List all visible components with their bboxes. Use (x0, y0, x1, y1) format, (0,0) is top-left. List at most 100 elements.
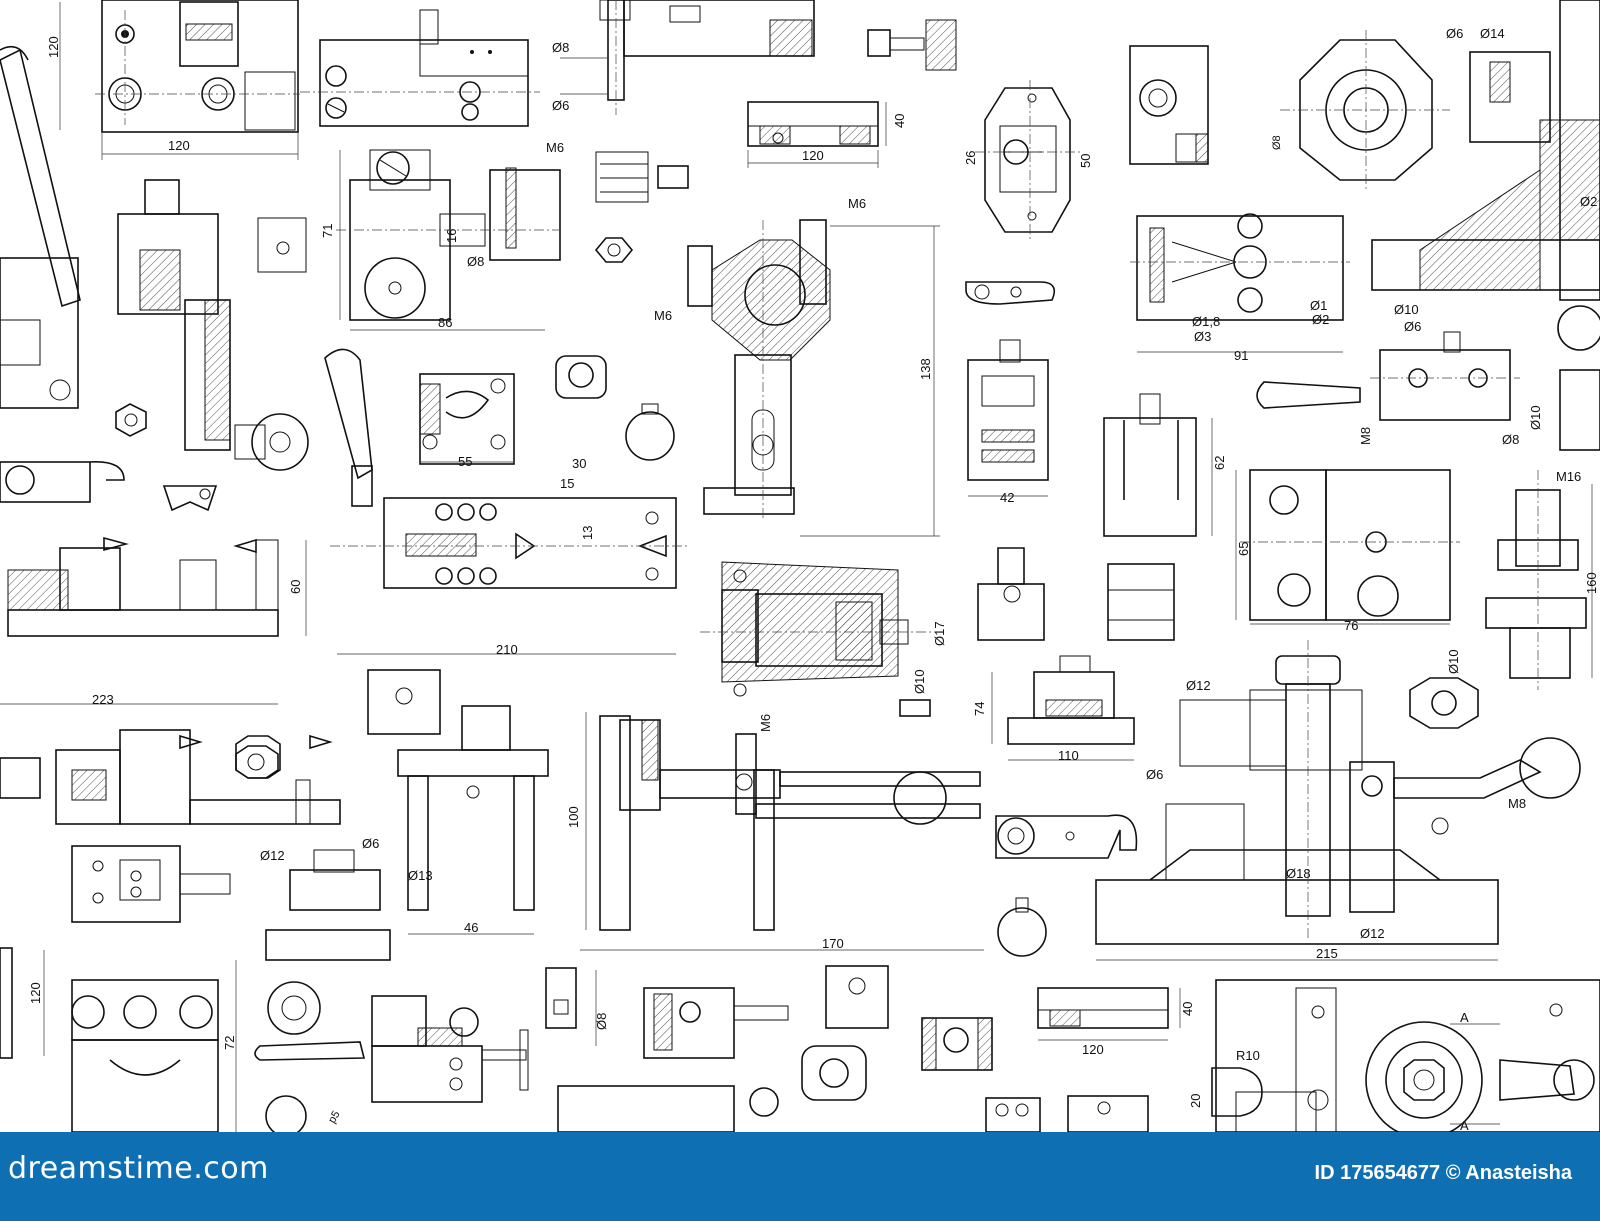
part-block-55: 55 (419, 355, 675, 469)
part-press-215: 215 Ø12 Ø6 M8 Ø18 Ø12 (1095, 640, 1581, 961)
part-assembly-223: 223 60 (0, 461, 307, 707)
stock-site-logo[interactable]: dreamstime.com (8, 1151, 269, 1186)
dim-label: 76 (1344, 618, 1358, 633)
dim-label: 16 (444, 229, 459, 243)
part-terminal-block: Ø12 Ø6 (71, 836, 391, 961)
dim-label: Ø6 (1146, 767, 1163, 782)
dim-label: Ø6 (1404, 319, 1421, 334)
dim-label: 26 (963, 151, 978, 165)
dim-label: 13 (580, 526, 595, 540)
dim-label: Ø14 (1480, 26, 1505, 41)
dim-label: Ø17 (932, 621, 947, 646)
dim-label: R10 (1236, 1048, 1260, 1063)
dim-label: 120 (802, 148, 824, 163)
image-credit: ID 175654677 © Anasteisha (1314, 1162, 1572, 1184)
drawing-canvas: 120 120 Ø8 Ø6 (0, 0, 1600, 1132)
part-block-110: 110 74 (972, 655, 1135, 763)
dim-label: 91 (1234, 348, 1248, 363)
dim-label: 120 (28, 982, 43, 1004)
dim-label: p5 (326, 1109, 343, 1126)
dim-label: Ø3 (1194, 329, 1211, 344)
part-c-clamp: Ø17 Ø10 M6 (700, 561, 947, 732)
footer-bar: dreamstime.com ID 175654677 © Anasteisha (0, 1132, 1600, 1221)
dim-label: M16 (1556, 469, 1581, 484)
dim-label: Ø10 (912, 669, 927, 694)
dim-label: Ø1,8 (1192, 314, 1220, 329)
dim-label: 160 (1584, 572, 1599, 594)
dim-label: 120 (168, 138, 190, 153)
dim-label: Ø12 (1360, 926, 1385, 941)
part-frame-42-62: 42 62 (967, 339, 1227, 537)
dim-label: 120 (1082, 1042, 1104, 1057)
dim-label: M6 (758, 714, 773, 732)
part-misc-small (235, 699, 931, 779)
dim-label: Ø12 (1186, 678, 1211, 693)
part-mechanism-86: 86 71 16 Ø8 M6 (320, 140, 564, 331)
dim-label: Ø10 (1394, 302, 1419, 317)
dim-label: 71 (320, 224, 335, 238)
part-plate-section-a: R10 20 A A (1188, 979, 1600, 1132)
part-hex-nut-large: Ø8 (1271, 30, 1450, 190)
dim-label: 55 (458, 454, 472, 469)
dim-label: 120 (46, 36, 61, 58)
dim-label: Ø12 (260, 848, 285, 863)
part-y-holder-138: 138 M6 M6 (654, 196, 940, 537)
dim-label: 215 (1316, 946, 1338, 961)
dim-label: Ø13 (408, 868, 433, 883)
part-slide-210: 210 30 15 13 (324, 348, 690, 657)
part-handle-m8: Ø10 Ø6 M8 Ø8 Ø10 (1256, 302, 1600, 451)
part-clamp-top (300, 9, 540, 127)
part-small-block-bottom (643, 965, 889, 1101)
dim-label: 210 (496, 642, 518, 657)
part-link-hook (995, 814, 1138, 957)
part-hinge-link (965, 281, 1056, 305)
dim-label: 86 (438, 315, 452, 330)
dim-label: Ø10 (1446, 649, 1461, 674)
dim-label: A (1460, 1118, 1469, 1132)
part-plate-top-left: 120 120 (46, 0, 300, 160)
dim-label: 223 (92, 692, 114, 707)
part-bolt-small (867, 19, 957, 71)
dim-label: Ø18 (1286, 866, 1311, 881)
dim-label: 60 (288, 580, 303, 594)
part-column-top-right: Ø6 Ø14 Ø2 (1371, 0, 1600, 301)
part-valve-bottom: 120 40 (921, 987, 1195, 1132)
dim-label: Ø6 (1446, 26, 1463, 41)
dim-label: M6 (654, 308, 672, 323)
dim-label: Ø1 (1310, 298, 1327, 313)
dim-label: A (1460, 1010, 1469, 1025)
part-housing-65-76: 76 65 (1235, 469, 1460, 633)
dim-label: 30 (572, 456, 586, 471)
dim-label: 110 (1058, 748, 1079, 763)
dim-label: Ø8 (594, 1013, 609, 1030)
dim-label: Ø8 (552, 40, 569, 55)
part-screw-set (257, 151, 689, 273)
part-vise-left (115, 179, 309, 471)
dim-label: Ø8 (1271, 135, 1283, 150)
part-lever-left (0, 45, 81, 409)
dim-label: 46 (464, 920, 478, 935)
dim-label: M6 (546, 140, 564, 155)
dim-label: 138 (918, 358, 933, 380)
part-gearbox-bottom: Ø8 (371, 967, 779, 1132)
dim-label: Ø6 (552, 98, 569, 113)
technical-drawing-collage: 120 120 Ø8 Ø6 (0, 0, 1600, 1132)
part-post-160: 160 M16 Ø10 (1446, 469, 1599, 690)
dim-label: 40 (1180, 1002, 1195, 1016)
part-clamp-bottom-left: 120 72 p5 (0, 947, 366, 1132)
dim-label: 72 (222, 1036, 237, 1050)
part-bracket-46: 46 Ø13 (397, 705, 549, 935)
dim-label: Ø2 (1580, 194, 1597, 209)
dim-label: 170 (822, 936, 844, 951)
dim-label: 20 (1188, 1094, 1203, 1108)
dim-label: 40 (892, 114, 907, 128)
part-pin-vertical: Ø8 Ø6 (552, 0, 815, 115)
dim-label: 42 (1000, 490, 1014, 505)
dim-label: M6 (848, 196, 866, 211)
part-small-blocks-mid (367, 547, 1175, 735)
part-bracket-right-top (1129, 45, 1209, 165)
dim-label: Ø8 (1502, 432, 1519, 447)
dim-label: 62 (1212, 456, 1227, 470)
dim-label: Ø8 (467, 254, 484, 269)
part-assembly-lower-left (0, 729, 341, 825)
